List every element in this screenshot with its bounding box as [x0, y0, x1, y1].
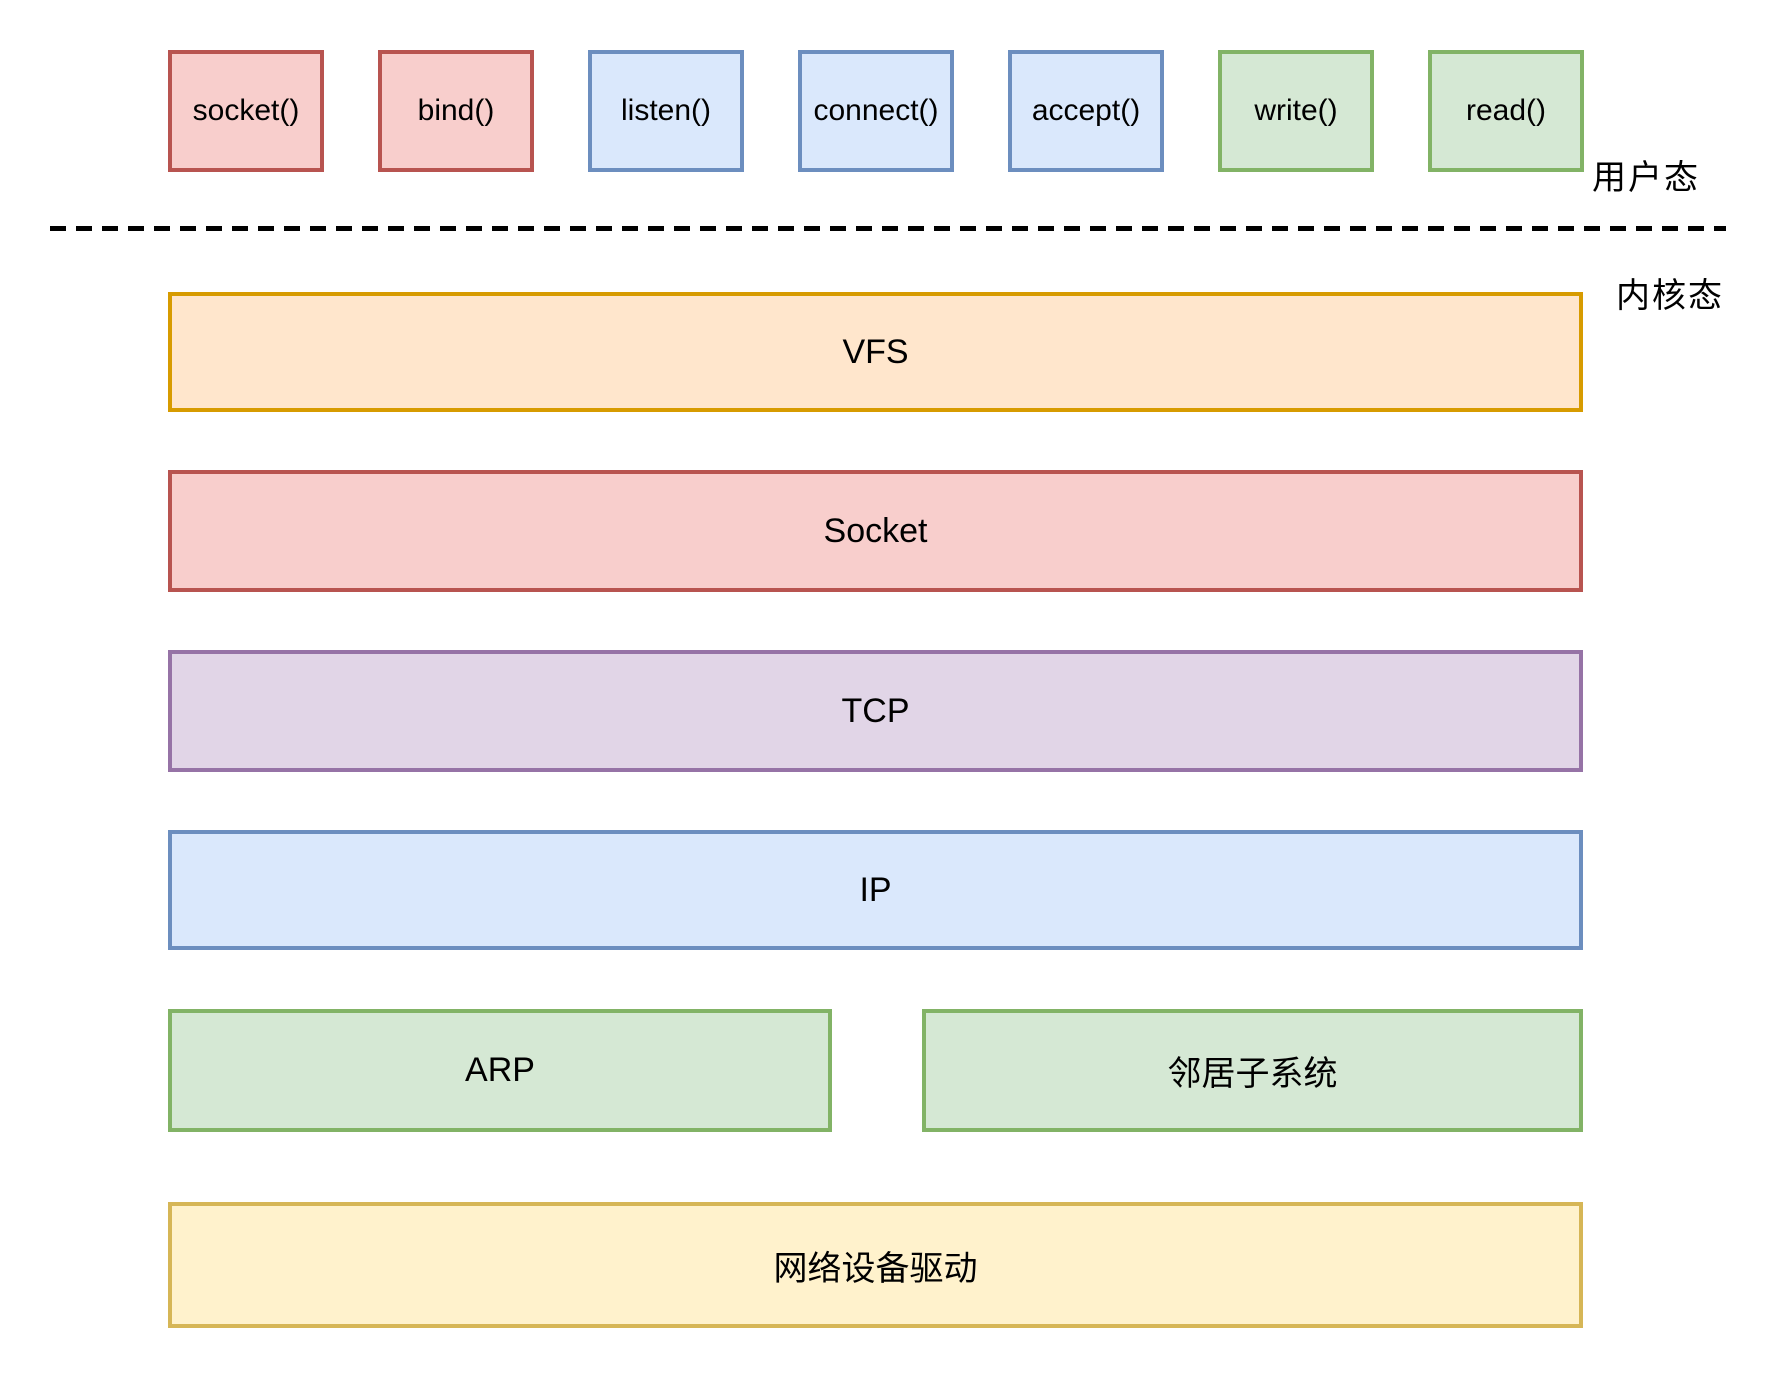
syscall-box-connect: connect()	[798, 50, 954, 172]
layer-label: Socket	[823, 511, 928, 550]
syscall-box-listen: listen()	[588, 50, 744, 172]
syscall-box-write: write()	[1218, 50, 1374, 172]
layer-bar-socket: Socket	[168, 470, 1583, 592]
syscall-label: read()	[1465, 94, 1547, 127]
layer-bar-ip: IP	[168, 830, 1583, 950]
syscall-box-socket: socket()	[168, 50, 324, 172]
syscall-label: write()	[1254, 94, 1338, 127]
syscall-label: socket()	[192, 94, 300, 127]
syscall-box-accept: accept()	[1008, 50, 1164, 172]
layer-label: IP	[859, 870, 892, 909]
syscall-label: listen()	[620, 94, 711, 127]
layer-label: 邻居子系统	[1167, 1056, 1338, 1093]
user-mode-label: 用户态	[1592, 160, 1700, 197]
layer-bar-network-device-driver: 网络设备驱动	[168, 1202, 1583, 1328]
layer-bar-neighbor-subsystem: 邻居子系统	[922, 1009, 1583, 1132]
layer-bar-arp: ARP	[168, 1009, 832, 1132]
syscall-label: bind()	[417, 94, 495, 127]
syscall-box-bind: bind()	[378, 50, 534, 172]
layer-label: 网络设备驱动	[773, 1250, 978, 1288]
layer-label: ARP	[465, 1051, 535, 1089]
user-kernel-divider-line	[50, 226, 1726, 231]
layer-label: TCP	[841, 691, 910, 730]
syscall-box-read: read()	[1428, 50, 1584, 172]
syscall-label: accept()	[1031, 94, 1141, 127]
layer-label: VFS	[842, 332, 909, 371]
layer-bar-tcp: TCP	[168, 650, 1583, 772]
layer-bar-vfs: VFS	[168, 292, 1583, 412]
syscall-label: connect()	[813, 94, 939, 127]
kernel-mode-label: 内核态	[1616, 278, 1724, 315]
